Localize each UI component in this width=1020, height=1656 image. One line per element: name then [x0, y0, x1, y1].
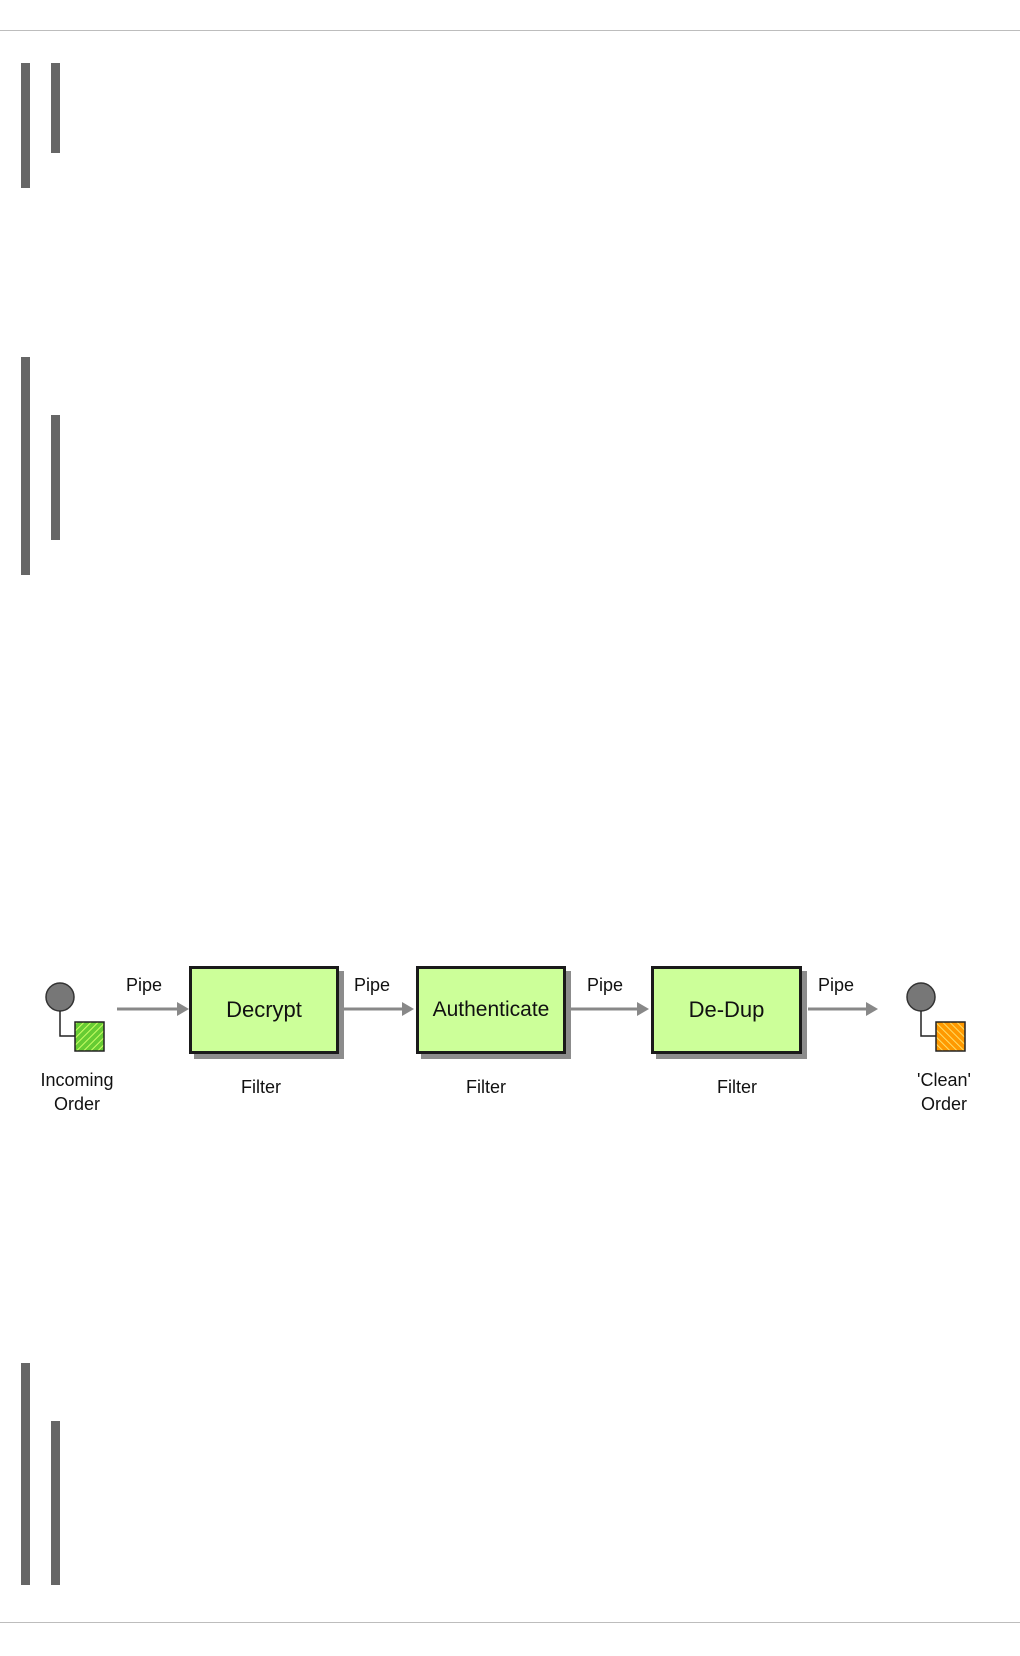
top-divider — [0, 30, 1020, 31]
filter-role-label-2: Filter — [466, 1077, 506, 1097]
pipe-arrow-2 — [343, 1002, 414, 1016]
filter-decrypt: Decrypt — [189, 966, 339, 1054]
pipe-arrow-1 — [117, 1002, 189, 1016]
clean-message-icon — [935, 1021, 966, 1052]
source-connector — [59, 1011, 76, 1037]
quote-bar-outer-3 — [21, 1363, 30, 1585]
pipe-label-1: Pipe — [126, 975, 163, 995]
filter-de-dup: De-Dup — [651, 966, 802, 1054]
sink-endpoint-icon — [906, 982, 936, 1012]
pipe-arrow-3 — [567, 1002, 649, 1016]
sink-label-line2: Order — [920, 1094, 968, 1114]
filter-authenticate: Authenticate — [416, 966, 566, 1054]
quote-bar-inner-1 — [51, 63, 60, 153]
quote-bar-inner-3 — [51, 1421, 60, 1585]
quote-bar-outer-1 — [21, 63, 30, 188]
pipe-label-2: Pipe — [354, 975, 391, 995]
sink-label-line1: 'Clean' — [917, 1070, 971, 1090]
bottom-divider — [0, 1622, 1020, 1623]
pipes-and-filters-diagram: Pipe Pipe Pipe Pipe Decrypt Authenticate… — [0, 950, 1020, 1130]
filter-role-label-3: Filter — [717, 1077, 757, 1097]
source-endpoint-icon — [45, 982, 75, 1012]
incoming-message-icon — [74, 1021, 105, 1052]
filter-role-label-1: Filter — [241, 1077, 281, 1097]
diagram-connectors — [45, 982, 966, 1052]
pipe-label-4: Pipe — [818, 975, 855, 995]
sink-connector — [920, 1011, 937, 1037]
quote-bar-outer-2 — [21, 357, 30, 575]
quote-bar-inner-2 — [51, 415, 60, 540]
source-label-line1: Incoming — [40, 1070, 114, 1090]
pipe-label-3: Pipe — [587, 975, 624, 995]
pipe-arrow-4 — [808, 1002, 878, 1016]
source-label-line2: Order — [53, 1094, 101, 1114]
